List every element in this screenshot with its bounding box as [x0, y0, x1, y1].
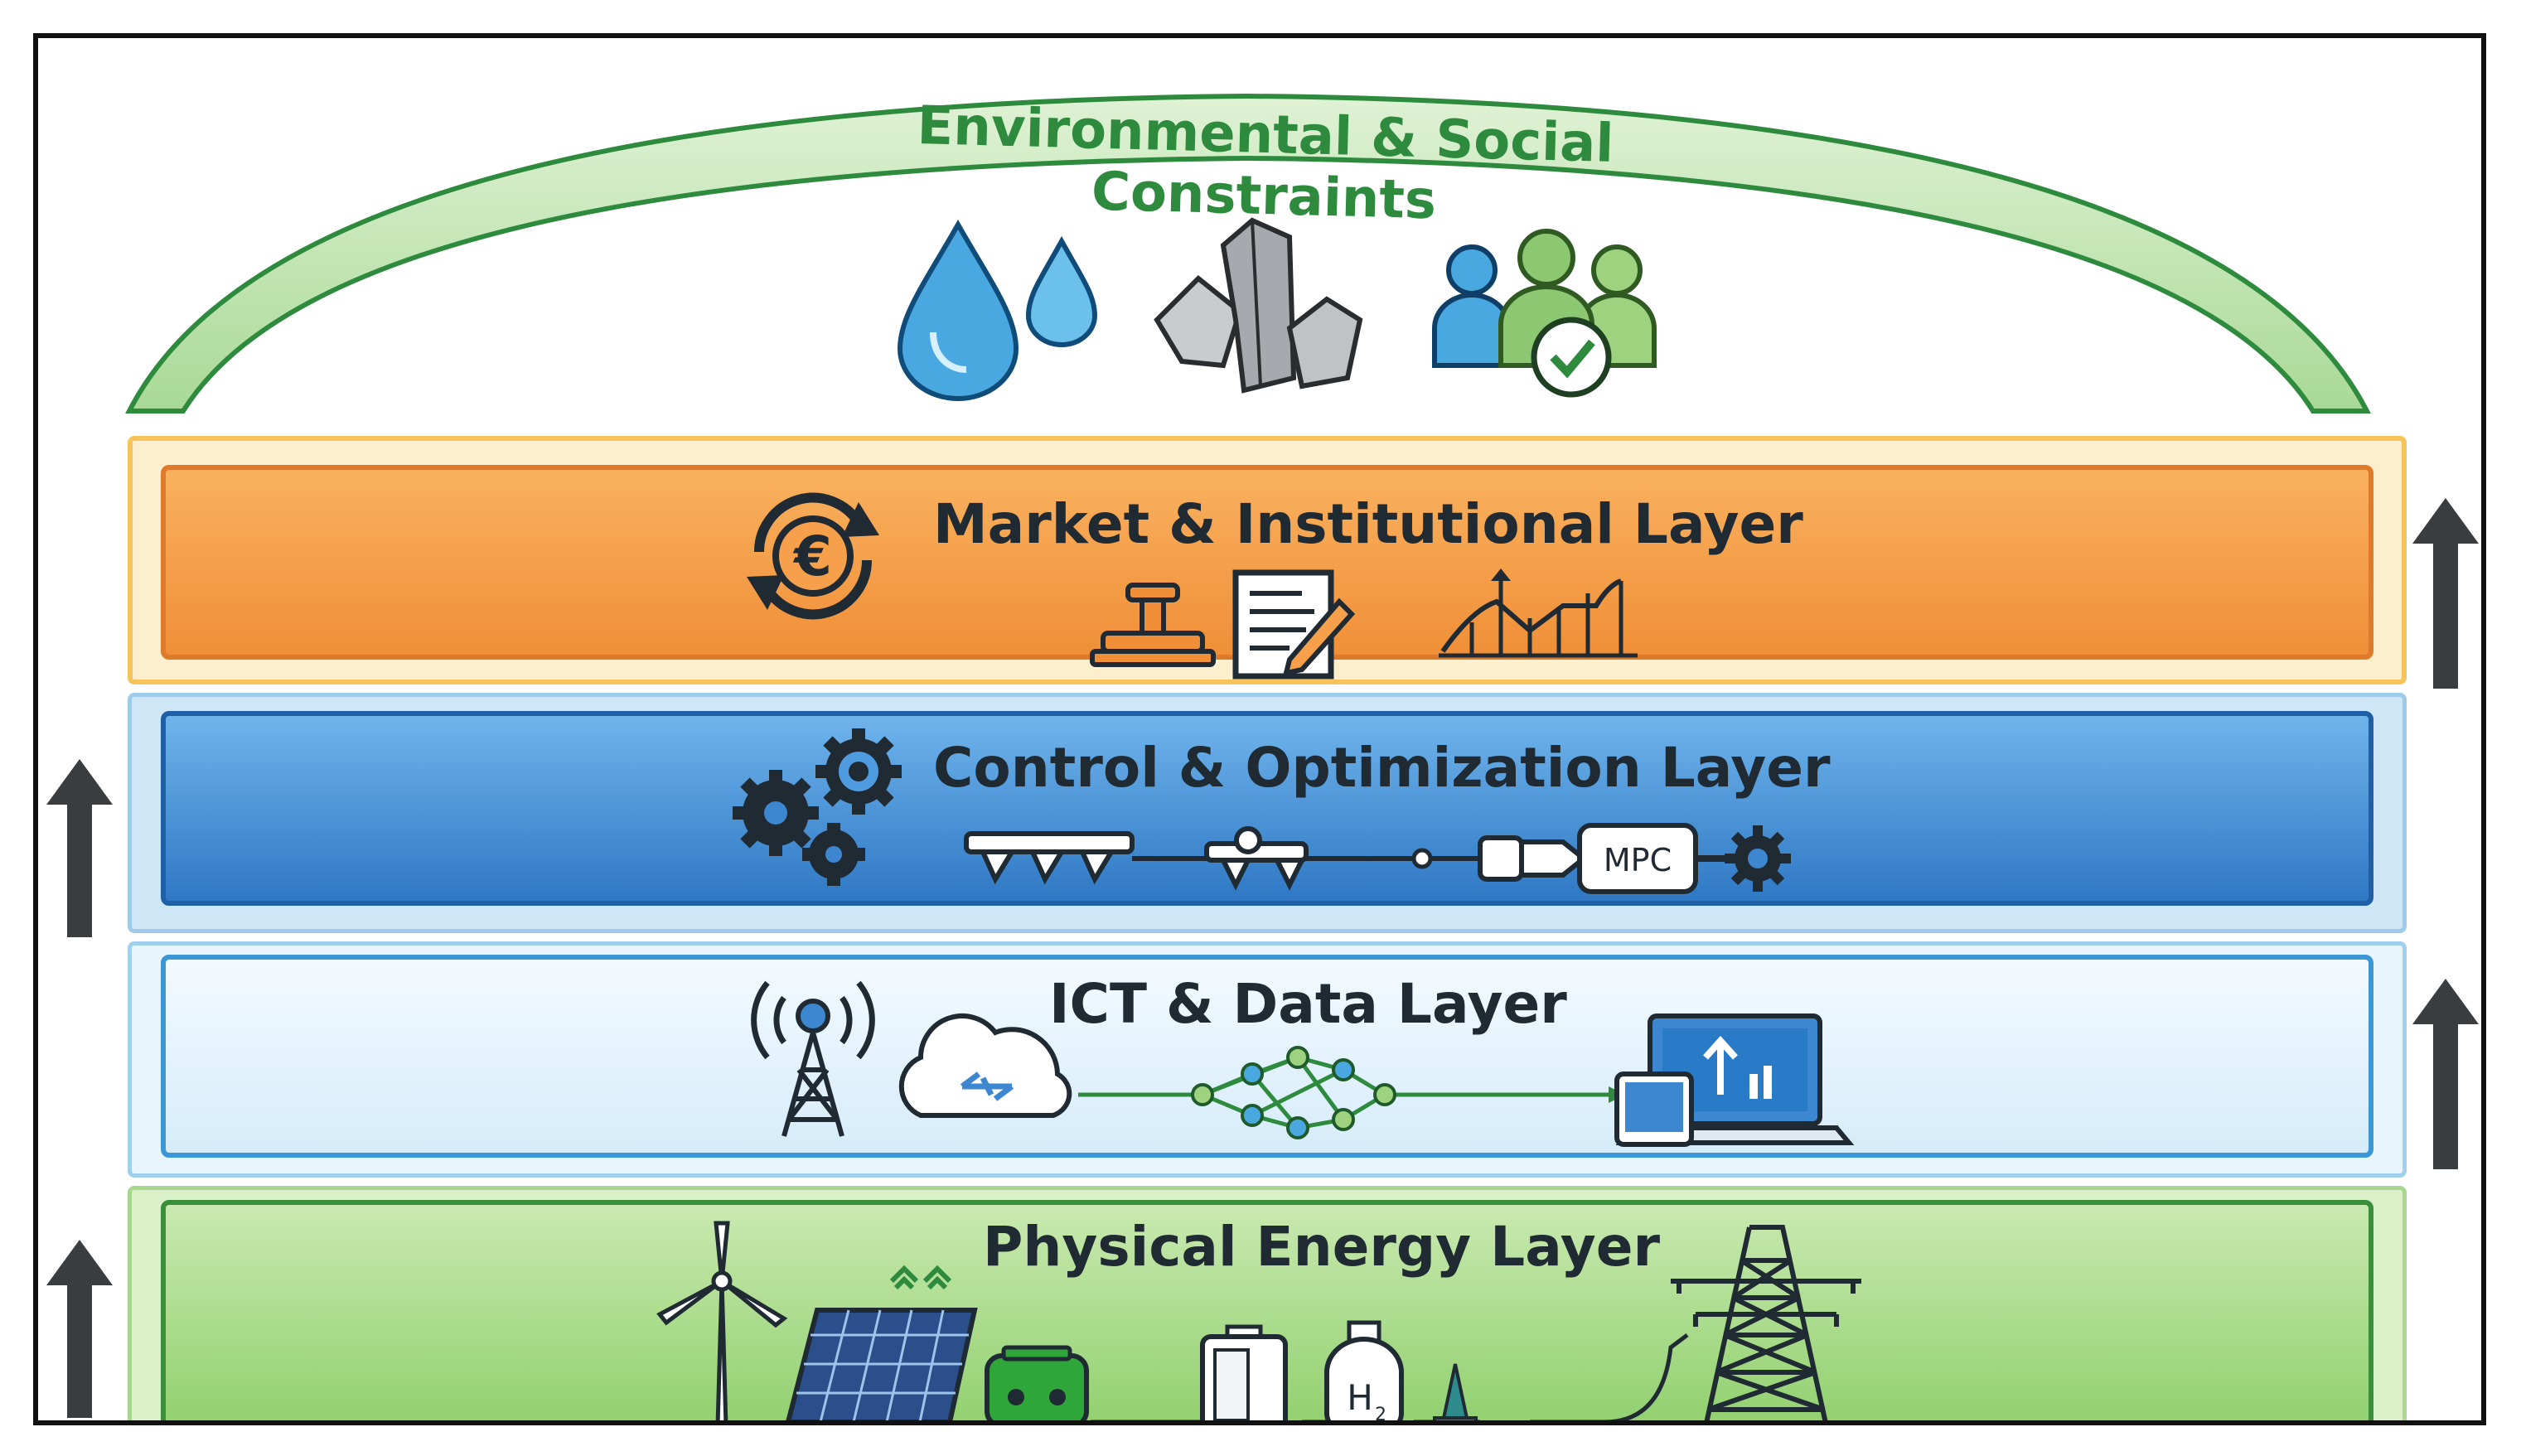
ict-layer [161, 955, 2373, 1158]
battery-icon [1200, 1324, 1288, 1420]
hydrogen-tank-icon: H 2 [1324, 1320, 1404, 1425]
diagram-frame: Environmental & Social Constraints Marke… [33, 33, 2486, 1425]
control-layer-title: Control & Optimization Layer [933, 736, 1831, 800]
network-mesh-icon [1078, 1046, 1625, 1139]
svg-text:€: € [792, 525, 832, 588]
antenna-tower-icon [751, 980, 875, 1137]
h2-label: H [1347, 1377, 1373, 1418]
euro-cycle-icon: € [747, 492, 879, 620]
water-drops-icon [897, 219, 1098, 401]
transmission-tower-icon [1671, 1225, 1861, 1420]
controller-chain-icon [964, 826, 1488, 891]
regulation-stamp-icon [1090, 583, 1216, 667]
ict-layer-title: ICT & Data Layer [1049, 972, 1567, 1036]
right-arrow-ict [2412, 979, 2479, 1169]
valve-icon [1433, 1363, 1478, 1420]
wind-turbine-icon [656, 1221, 788, 1420]
contract-document-icon [1232, 569, 1356, 680]
right-arrow-market [2412, 498, 2479, 689]
solar-panel-icon [786, 1265, 978, 1420]
left-arrow-physical [46, 1240, 113, 1418]
control-layer [161, 711, 2373, 906]
community-approval-icon [1432, 229, 1657, 398]
h2-subscript: 2 [1375, 1405, 1386, 1425]
mpc-label: MPC [1604, 842, 1672, 878]
ev-charger-icon [985, 1345, 1089, 1420]
cloud-icon [898, 1013, 1072, 1118]
price-chart-icon [1439, 568, 1638, 658]
minerals-crystal-icon [1154, 217, 1363, 394]
physical-layer-title: Physical Energy Layer [983, 1215, 1661, 1279]
mpc-module-icon: MPC [1478, 823, 1791, 894]
constraints-arc [125, 93, 2371, 414]
laptop-dashboard-icon [1614, 1013, 1855, 1147]
market-layer-title: Market & Institutional Layer [933, 492, 1803, 556]
gears-icon [733, 728, 902, 886]
left-arrow-control [46, 759, 113, 937]
